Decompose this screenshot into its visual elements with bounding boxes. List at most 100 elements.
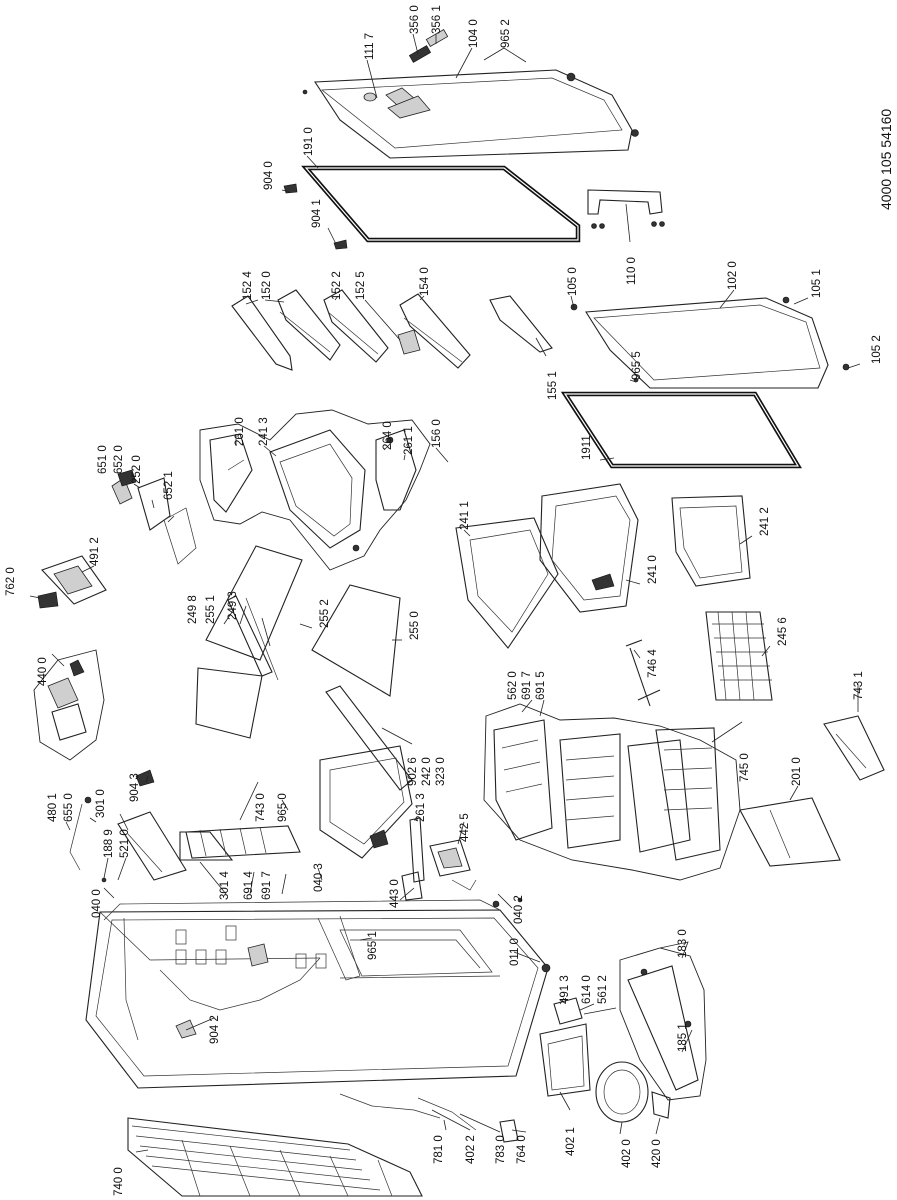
part-label-691-5: 691 5 bbox=[535, 671, 547, 700]
duct-cover-drawing bbox=[823, 715, 885, 781]
part-label-904-1: 904 1 bbox=[311, 199, 323, 228]
part-label-480-1: 480 1 bbox=[47, 793, 59, 822]
part-label-691-4: 691 4 bbox=[243, 871, 255, 900]
condenser-drawing bbox=[127, 1093, 519, 1197]
part-label-651-0: 651 0 bbox=[97, 445, 109, 474]
part-label-402-0: 402 0 bbox=[621, 1139, 633, 1168]
part-label-655-0: 655 0 bbox=[63, 793, 75, 822]
lamp-cover-drawing bbox=[111, 469, 197, 565]
part-label-652-1: 652 1 bbox=[163, 471, 175, 500]
leader-lines bbox=[29, 33, 861, 1153]
part-label-323-0: 323 0 bbox=[435, 757, 447, 786]
part-label-245-6: 245 6 bbox=[777, 617, 789, 646]
part-label-264-0: 264 0 bbox=[382, 421, 394, 450]
part-label-155-1: 155 1 bbox=[547, 371, 559, 400]
part-label-104-0: 104 0 bbox=[468, 19, 480, 48]
part-label-783-0: 783 0 bbox=[495, 1135, 507, 1164]
evaporator-cluster-drawing bbox=[483, 703, 741, 881]
part-label-691-7a: 691 7 bbox=[521, 671, 533, 700]
part-label-111-7: 111 7 bbox=[364, 33, 376, 60]
door-handle-drawing bbox=[587, 189, 665, 229]
part-label-252-0: 252 0 bbox=[131, 455, 143, 484]
part-label-562-0: 562 0 bbox=[507, 671, 519, 700]
part-label-965-1: 965 1 bbox=[367, 931, 379, 960]
part-label-242-0: 242 0 bbox=[421, 757, 433, 786]
door-shelves-drawing bbox=[231, 289, 553, 371]
part-label-614-0: 614 0 bbox=[581, 975, 593, 1004]
part-label-443-0: 443 0 bbox=[389, 879, 401, 908]
part-label-011-0: 011 0 bbox=[509, 938, 521, 966]
part-label-105-1: 105 1 bbox=[811, 269, 823, 298]
part-label-261-3: 261 3 bbox=[415, 793, 427, 822]
part-label-152-5: 152 5 bbox=[355, 271, 367, 300]
part-label-356-1: 356 1 bbox=[431, 5, 443, 34]
part-label-110-0: 110 0 bbox=[626, 257, 638, 285]
part-label-152-4: 152 4 bbox=[242, 271, 254, 300]
part-label-420-0: 420 0 bbox=[651, 1139, 663, 1168]
part-label-745-0: 745 0 bbox=[739, 753, 751, 782]
part-label-255-1: 255 1 bbox=[205, 595, 217, 624]
part-label-255-0: 255 0 bbox=[409, 611, 421, 640]
glass-shelves-drawing bbox=[195, 545, 401, 739]
part-label-261-0: 261 0 bbox=[234, 417, 246, 446]
air-duct-drawing bbox=[179, 825, 301, 861]
part-label-402-2: 402 2 bbox=[465, 1135, 477, 1164]
part-label-764-0: 764 0 bbox=[516, 1135, 528, 1164]
part-label-040-2: 040 2 bbox=[513, 895, 525, 924]
part-label-902-6: 902 6 bbox=[407, 757, 419, 786]
part-label-105-0: 105 0 bbox=[567, 267, 579, 296]
part-label-762-0: 762 0 bbox=[5, 567, 17, 596]
part-label-491-2: 491 2 bbox=[89, 537, 101, 566]
fridge-gasket-drawing bbox=[560, 391, 802, 469]
freezer-drawer-drawing bbox=[319, 685, 425, 883]
part-label-356-0: 356 0 bbox=[409, 5, 421, 34]
part-label-241-1: 241 1 bbox=[459, 501, 471, 530]
part-label-781-0: 781 0 bbox=[433, 1135, 445, 1164]
part-label-152-0: 152 0 bbox=[261, 271, 273, 300]
part-label-746-4: 746 4 bbox=[647, 649, 659, 678]
cabinet-drawing bbox=[85, 897, 551, 1089]
part-label-561-2: 561 2 bbox=[597, 975, 609, 1004]
part-label-154-0: 154 0 bbox=[419, 267, 431, 296]
freezer-gasket-drawing bbox=[283, 165, 581, 250]
part-label-965-5: 965 5 bbox=[631, 351, 643, 380]
part-label-241-2: 241 2 bbox=[759, 507, 771, 536]
control-panel-drawing bbox=[37, 555, 107, 609]
wire-rack-drawing bbox=[625, 611, 773, 707]
crisper-cluster-drawing bbox=[199, 409, 431, 571]
part-label-241-0: 241 0 bbox=[647, 555, 659, 584]
fan-assembly-drawing bbox=[33, 649, 105, 761]
cover-plate-drawing bbox=[739, 797, 841, 867]
freezer-door-drawing bbox=[302, 28, 639, 159]
part-label-743-1: 743 1 bbox=[853, 671, 865, 700]
part-label-241-3: 241 3 bbox=[258, 417, 270, 446]
part-label-691-7b: 691 7 bbox=[261, 871, 273, 900]
part-label-521-0: 521 0 bbox=[119, 829, 131, 858]
part-label-255-2: 255 2 bbox=[319, 599, 331, 628]
part-label-402-1: 402 1 bbox=[565, 1127, 577, 1156]
part-label-105-2: 105 2 bbox=[871, 335, 883, 364]
part-label-185-1: 185 1 bbox=[677, 1023, 689, 1052]
part-label-965-0: 965 0 bbox=[277, 793, 289, 822]
part-label-188-9: 188 9 bbox=[103, 829, 115, 858]
drawers-drawing bbox=[455, 483, 751, 649]
part-label-440-0: 440 0 bbox=[37, 657, 49, 686]
part-label-249-8: 249 8 bbox=[187, 595, 199, 624]
part-label-156-0: 156 0 bbox=[431, 419, 443, 448]
part-label-1911: 1911 bbox=[581, 435, 593, 460]
part-label-965-2: 965 2 bbox=[500, 19, 512, 48]
part-label-249-3: 249 3 bbox=[227, 591, 239, 620]
part-label-301-4: 301 4 bbox=[219, 871, 231, 900]
damper-drawing bbox=[401, 839, 477, 901]
part-label-904-0: 904 0 bbox=[263, 161, 275, 190]
part-label-183-0: 183 0 bbox=[677, 929, 689, 958]
part-label-152-2: 152 2 bbox=[331, 271, 343, 300]
part-label-102-0: 102 0 bbox=[727, 261, 739, 290]
part-label-652-0: 652 0 bbox=[113, 445, 125, 474]
part-label-301-0: 301 0 bbox=[95, 789, 107, 818]
control-housing-drawing bbox=[69, 769, 187, 883]
part-labels: 111 7 356 0 356 1 104 0 965 2 191 0 904 … bbox=[5, 5, 883, 1196]
part-label-740-0: 740 0 bbox=[113, 1167, 125, 1196]
part-label-040-3: 040 3 bbox=[313, 863, 325, 892]
